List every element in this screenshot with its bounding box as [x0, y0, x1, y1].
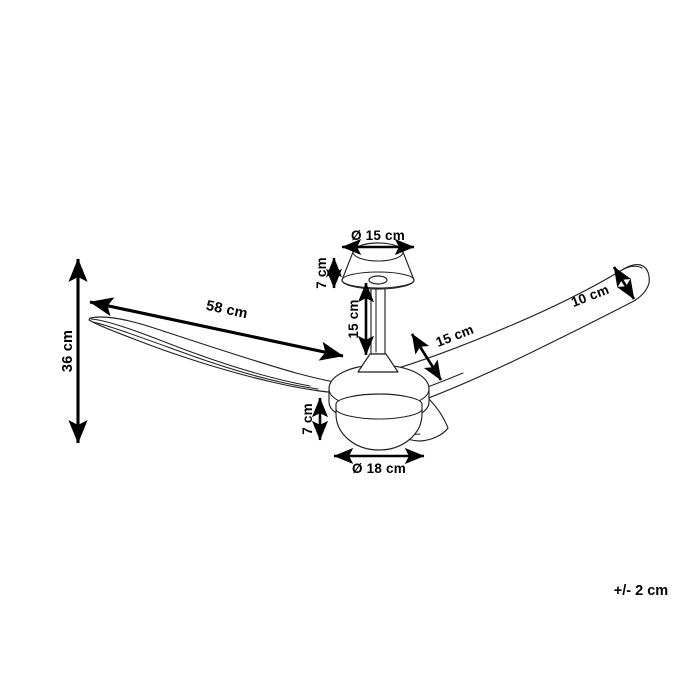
dimension-label-canopy-diameter: Ø 15 cm — [351, 228, 405, 243]
dimension-label-overall-height: 36 cm — [60, 330, 76, 372]
motor-yoke — [357, 353, 399, 373]
dimension-light-height: 7 cm — [300, 397, 329, 441]
dimension-label-light-height: 7 cm — [300, 403, 315, 435]
fan-body-group — [88, 242, 650, 451]
dimension-label-blade-length: 58 cm — [205, 298, 250, 322]
downrod — [370, 279, 386, 355]
dimension-label-light-diameter: Ø 18 cm — [352, 461, 406, 476]
light-dome — [335, 393, 423, 451]
dimension-overall-height: 36 cm — [60, 258, 88, 444]
dimension-light-diameter: Ø 18 cm — [333, 447, 425, 476]
dimension-canopy-diameter: Ø 15 cm — [341, 228, 415, 256]
dimension-canopy-height: 7 cm — [314, 257, 343, 289]
fan-blade-left — [88, 316, 358, 394]
dimension-downrod-length: 15 cm — [346, 282, 375, 356]
dimension-label-downrod-length: 15 cm — [346, 299, 361, 338]
dimension-annotations-group: 36 cm 58 cm Ø 15 cm 7 cm 15 cm — [60, 228, 636, 476]
ceiling-canopy — [341, 242, 415, 290]
dimension-label-canopy-height: 7 cm — [314, 257, 329, 289]
tolerance-note: +/- 2 cm — [614, 583, 668, 599]
